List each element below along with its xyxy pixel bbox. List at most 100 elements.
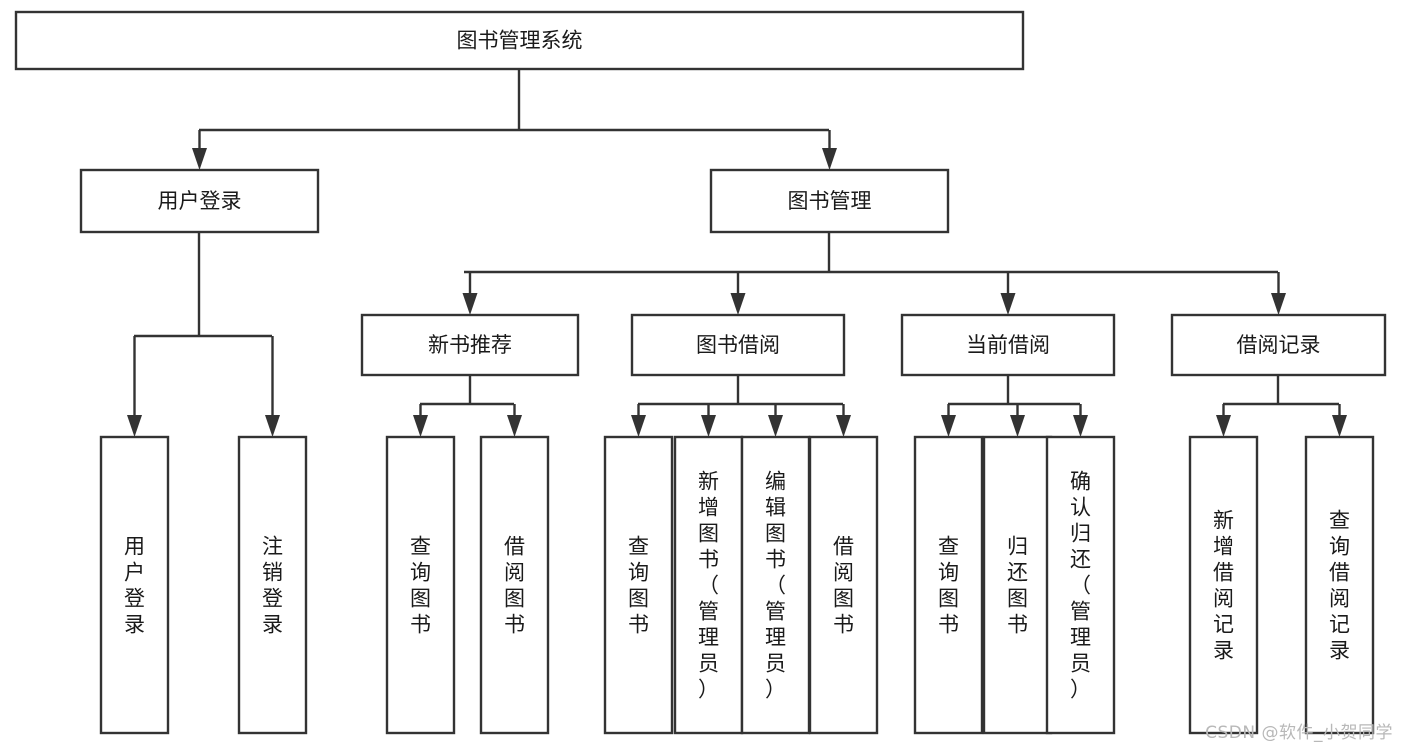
node-l_query_book_b[interactable]: 查询图书 (603, 435, 674, 735)
csdn-watermark: CSDN @软件_小贺同学 (1205, 723, 1393, 743)
node-l_borrow_book_b[interactable]: 借阅图书 (808, 435, 879, 735)
edge-arrow-head (768, 415, 783, 437)
edge-arrow-head (836, 415, 851, 437)
edge-arrow-head (1010, 415, 1025, 437)
edge-arrow-head (1332, 415, 1347, 437)
edge-n_current-to-l_query_book_c (941, 404, 956, 437)
node-l_confirm_return[interactable]: 确认归还（管理员） (1045, 435, 1116, 735)
node-box-l_return_book[interactable] (982, 435, 1053, 735)
edge-n_borrow-to-l_borrow_book_b (836, 404, 851, 437)
node-box-l_add_record[interactable] (1188, 435, 1259, 735)
node-n_new_rec[interactable]: 新书推荐 (360, 313, 580, 377)
node-label-l_query_record: 查询借阅记录 (1329, 508, 1350, 662)
edge-root-to-n_book_mgmt (822, 130, 837, 170)
node-l_logout[interactable]: 注销登录 (237, 435, 308, 735)
node-box-l_query_record[interactable] (1304, 435, 1375, 735)
nodes-layer: 图书管理系统用户登录图书管理新书推荐图书借阅当前借阅借阅记录用户登录注销登录查询… (14, 10, 1387, 735)
node-label-l_borrow_book_a: 借阅图书 (504, 534, 525, 636)
edge-arrow-head (265, 415, 280, 437)
node-l_add_record[interactable]: 新增借阅记录 (1188, 435, 1259, 735)
edge-n_user_login-to-l_logout (265, 336, 280, 437)
node-label-l_query_book_b: 查询图书 (628, 534, 649, 636)
node-label-n_current: 当前借阅 (966, 333, 1050, 357)
edge-n_records-to-l_query_record (1332, 404, 1347, 437)
edge-arrow-head (1271, 293, 1286, 315)
edge-n_new_rec-to-l_query_book_a (413, 404, 428, 437)
node-box-n_book_mgmt[interactable] (709, 168, 950, 234)
node-box-l_borrow_book_b[interactable] (808, 435, 879, 735)
node-l_query_book_c[interactable]: 查询图书 (913, 435, 984, 735)
node-box-n_records[interactable] (1170, 313, 1387, 377)
node-label-l_return_book: 归还图书 (1007, 534, 1028, 636)
edge-n_current-to-l_return_book (1010, 404, 1025, 437)
node-box-l_confirm_return[interactable] (1045, 435, 1116, 735)
node-l_query_record[interactable]: 查询借阅记录 (1304, 435, 1375, 735)
connector-group-bus-records (1223, 375, 1339, 406)
node-l_query_book_a[interactable]: 查询图书 (385, 435, 456, 735)
edge-arrow-head (462, 293, 478, 315)
node-n_user_login[interactable]: 用户登录 (79, 168, 320, 234)
edge-arrow-head (822, 148, 837, 170)
node-box-l_add_book[interactable] (673, 435, 744, 735)
node-l_user_login[interactable]: 用户登录 (99, 435, 170, 735)
connector-group-bus-book-mgmt (464, 232, 1278, 274)
node-n_current[interactable]: 当前借阅 (900, 313, 1116, 377)
edge-n_current-to-l_confirm_return (1073, 404, 1088, 437)
node-n_records[interactable]: 借阅记录 (1170, 313, 1387, 377)
edge-arrow-head (941, 415, 956, 437)
node-label-l_confirm_return: 确认归还（管理员） (1070, 469, 1091, 701)
connector-group-bus-new-rec (420, 375, 514, 406)
node-box-n_new_rec[interactable] (360, 313, 580, 377)
node-label-l_edit_book: 编辑图书（管理员） (765, 469, 786, 701)
node-box-n_current[interactable] (900, 313, 1116, 377)
node-l_borrow_book_a[interactable]: 借阅图书 (479, 435, 550, 735)
connector-group-bus-borrow (638, 375, 843, 406)
node-label-l_query_book_c: 查询图书 (938, 534, 959, 636)
node-n_book_mgmt[interactable]: 图书管理 (709, 168, 950, 234)
node-l_edit_book[interactable]: 编辑图书（管理员） (740, 435, 811, 735)
node-box-n_borrow[interactable] (630, 313, 846, 377)
node-box-l_query_book_c[interactable] (913, 435, 984, 735)
edge-arrow-head (730, 293, 746, 315)
edge-n_book_mgmt-to-n_new_rec (462, 272, 478, 315)
node-label-l_query_book_a: 查询图书 (410, 534, 431, 636)
node-box-root[interactable] (14, 10, 1025, 71)
connectors-layer (127, 69, 1347, 437)
edge-n_user_login-to-l_user_login (127, 336, 142, 437)
node-box-l_borrow_book_a[interactable] (479, 435, 550, 735)
edge-arrow-head (507, 415, 522, 437)
connector-group-bus-current (948, 375, 1080, 406)
edge-arrow-head (701, 415, 716, 437)
connector-group-bus-user-login (134, 232, 272, 338)
node-box-n_user_login[interactable] (79, 168, 320, 234)
edge-n_new_rec-to-l_borrow_book_a (507, 404, 522, 437)
node-label-n_book_mgmt: 图书管理 (788, 189, 872, 213)
node-box-l_query_book_b[interactable] (603, 435, 674, 735)
node-l_return_book[interactable]: 归还图书 (982, 435, 1053, 735)
node-label-l_add_book: 新增图书（管理员） (698, 469, 719, 701)
connector-group-bus-root (199, 69, 829, 132)
edge-arrow-head (1216, 415, 1231, 437)
node-label-root: 图书管理系统 (457, 29, 583, 53)
node-label-l_add_record: 新增借阅记录 (1213, 508, 1234, 662)
edge-arrow-head (631, 415, 646, 437)
edge-n_book_mgmt-to-n_records (1271, 272, 1286, 315)
edge-arrow-head (1000, 293, 1016, 315)
node-label-l_logout: 注销登录 (262, 534, 283, 636)
node-label-n_user_login: 用户登录 (158, 189, 242, 213)
node-l_add_book[interactable]: 新增图书（管理员） (673, 435, 744, 735)
edge-n_book_mgmt-to-n_current (1000, 272, 1016, 315)
edge-n_borrow-to-l_add_book (701, 404, 716, 437)
node-label-n_records: 借阅记录 (1237, 333, 1321, 357)
node-box-l_logout[interactable] (237, 435, 308, 735)
edge-n_borrow-to-l_query_book_b (631, 404, 646, 437)
node-label-n_borrow: 图书借阅 (696, 333, 780, 357)
node-n_borrow[interactable]: 图书借阅 (630, 313, 846, 377)
edge-root-to-n_user_login (192, 130, 207, 170)
node-label-l_user_login: 用户登录 (124, 534, 145, 636)
node-root[interactable]: 图书管理系统 (14, 10, 1025, 71)
node-box-l_query_book_a[interactable] (385, 435, 456, 735)
node-box-l_user_login[interactable] (99, 435, 170, 735)
